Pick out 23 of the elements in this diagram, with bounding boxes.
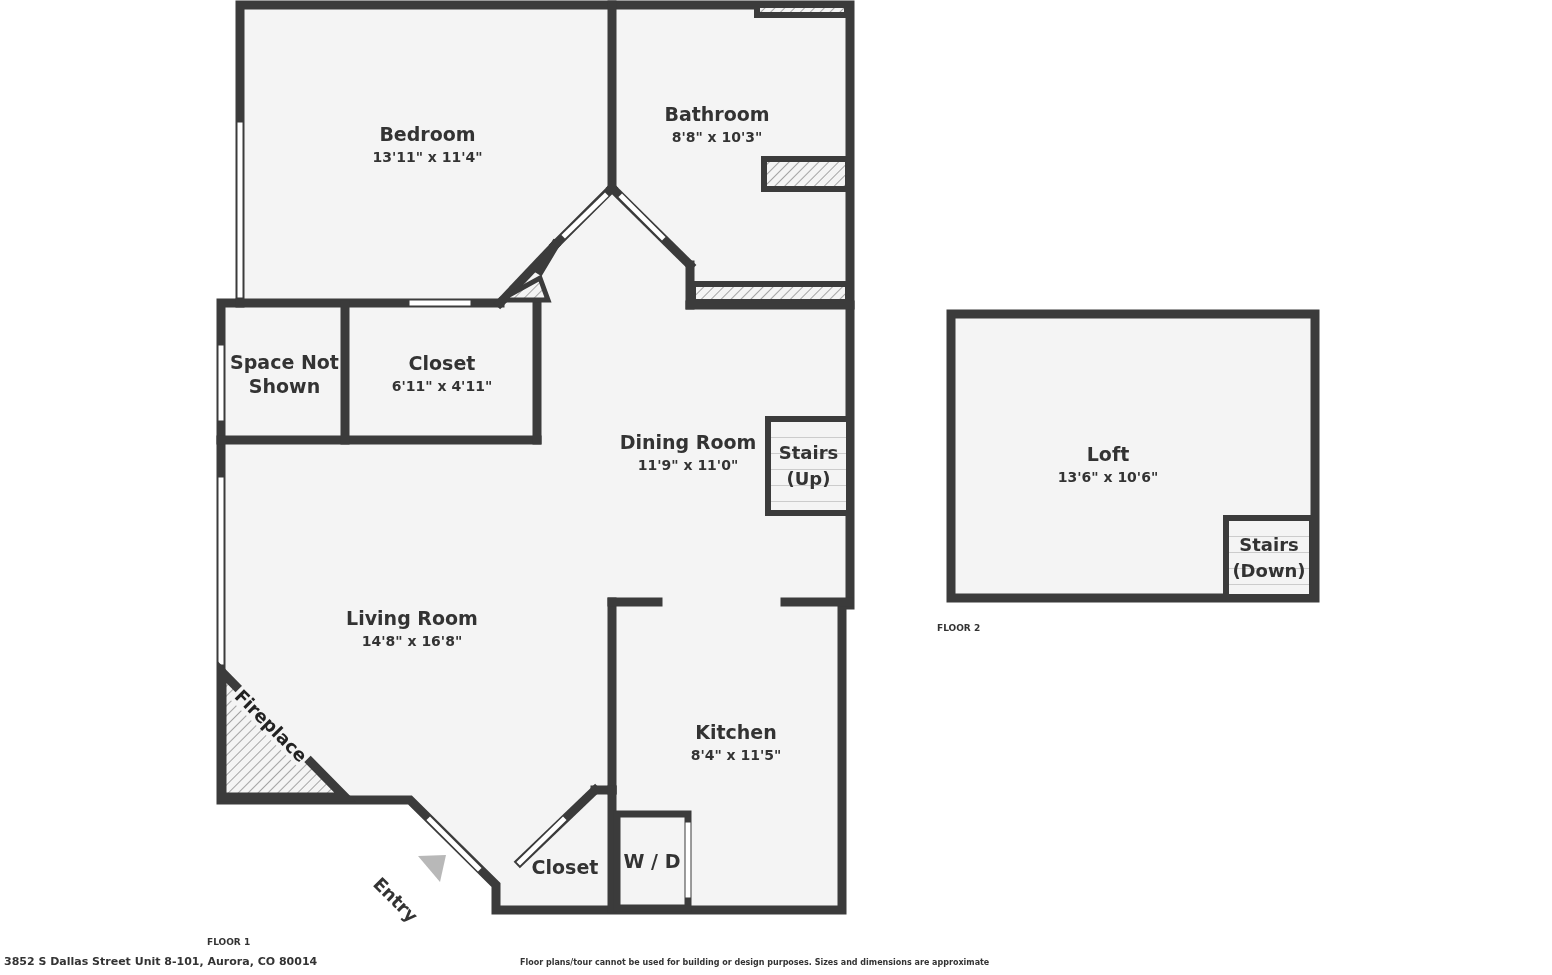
room-name: Dining Room [619, 429, 757, 454]
room-dimensions: 11'9" x 11'0" [637, 455, 739, 475]
room-name: Closet [531, 855, 599, 879]
room-name: Bathroom [664, 102, 770, 126]
room-dimensions: 13'11" x 11'4" [372, 148, 483, 167]
room-name: Loft [1086, 442, 1130, 466]
room-dimensions: 6'11" x 4'11" [391, 377, 493, 396]
room-name: Bedroom [379, 122, 476, 146]
room-dimensions: 13'6" x 10'6" [1057, 468, 1159, 487]
address-text: 3852 S Dallas Street Unit 8-101, Aurora, CO 80014 [4, 955, 318, 968]
room-name: Stairs (Up) [777, 441, 840, 491]
floor-label: FLOOR 2 [937, 623, 981, 633]
room-dimensions: 14'8" x 16'8" [361, 632, 463, 651]
disclaimer-text: Floor plans/tour cannot be used for building or design purposes. Sizes and dimensions are approximate [520, 958, 990, 967]
room-name: Space Not Shown [229, 350, 340, 398]
room-name: Closet [408, 351, 476, 375]
floor-label: FLOOR 1 [207, 937, 251, 947]
room-dimensions: 8'8" x 10'3" [671, 128, 763, 147]
room-name: W / D [623, 849, 681, 873]
room-name: Stairs (Down) [1231, 532, 1307, 583]
room-name: Living Room [346, 606, 478, 630]
room-dimensions: 8'4" x 11'5" [690, 745, 782, 765]
room-name: Kitchen [695, 719, 777, 744]
